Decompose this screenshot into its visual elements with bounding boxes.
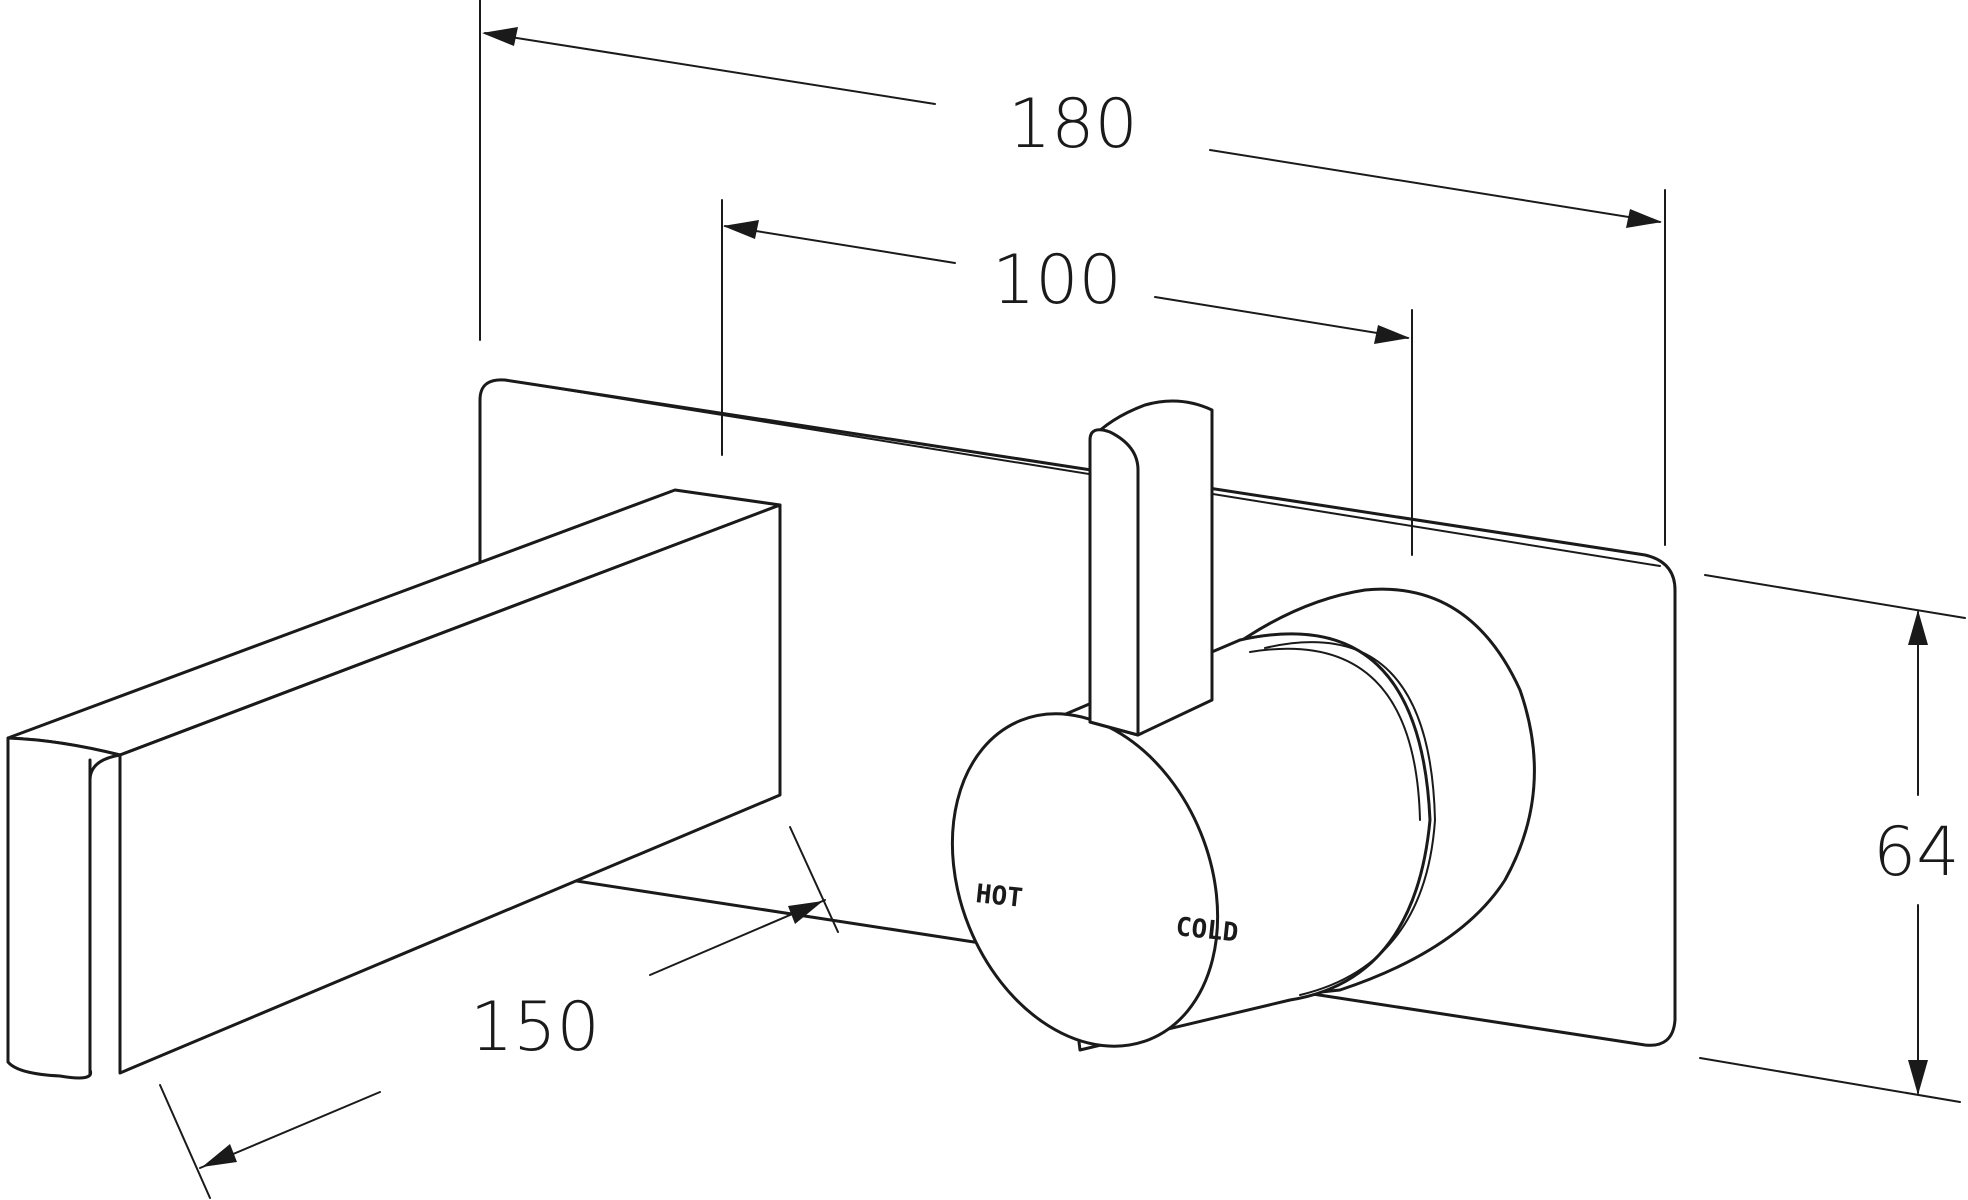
lever-handle	[1088, 399, 1214, 737]
dimension-180-label: 180	[1008, 85, 1138, 164]
hot-label: HOT	[974, 879, 1024, 914]
dimension-100-label: 100	[992, 241, 1122, 320]
dimension-64-label: 64	[1873, 813, 1960, 892]
spout	[6, 488, 782, 1080]
dimension-150-label: 150	[470, 988, 600, 1067]
dimension-150	[159, 826, 839, 1199]
cold-label: COLD	[1174, 912, 1239, 948]
dimension-64	[1699, 574, 1966, 1103]
dimension-180	[479, 0, 1666, 546]
mixer-body	[950, 587, 1536, 1052]
dimension-100	[721, 199, 1413, 556]
